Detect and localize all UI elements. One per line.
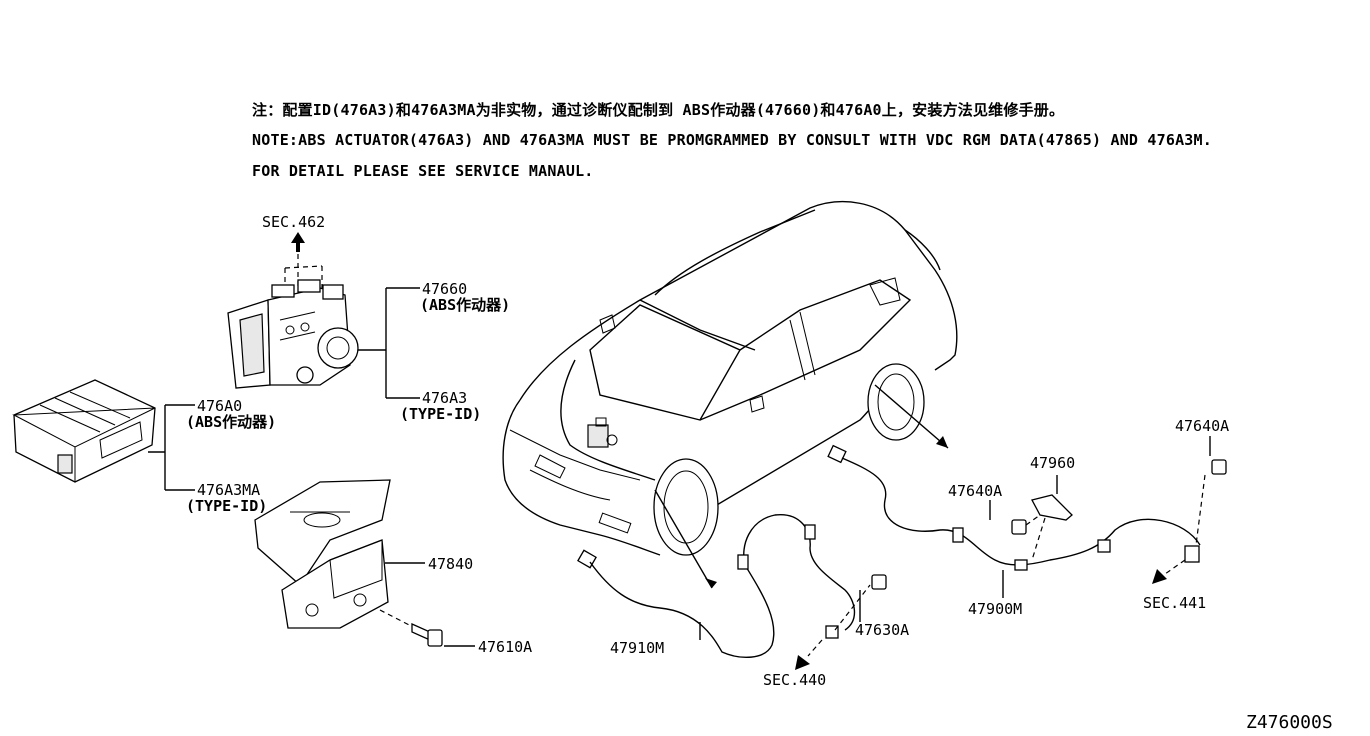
label-47900M: 47900M [968, 600, 1023, 618]
note-english-line2: FOR DETAIL PLEASE SEE SERVICE MANAUL. [252, 162, 594, 180]
label-47960: 47960 [1030, 454, 1076, 472]
label-476A0: 476A0 [197, 397, 243, 415]
rear-wheel-sensor-47900M [827, 444, 1201, 571]
label-47660-desc: (ABS作动器) [420, 296, 511, 314]
label-476A3: 476A3 [422, 389, 468, 407]
label-47640A-left: 47640A [948, 482, 1003, 500]
label-476A3MA-desc: (TYPE-ID) [186, 497, 268, 515]
label-47840: 47840 [428, 555, 474, 573]
bolt-47630A [871, 574, 887, 590]
label-sec-440: SEC.440 [763, 671, 827, 689]
bracket-47840 [254, 479, 416, 629]
note-english-line1: NOTE:ABS ACTUATOR(476A3) AND 476A3MA MUS… [252, 131, 1212, 149]
label-47610A: 47610A [478, 638, 533, 656]
label-47630A: 47630A [855, 621, 910, 639]
label-47640A-right: 47640A [1175, 417, 1230, 435]
label-47910M: 47910M [610, 639, 665, 657]
bolt-47640A-right [1195, 459, 1227, 546]
bracket-47960 [1031, 494, 1073, 561]
label-476A3-desc: (TYPE-ID) [400, 405, 482, 423]
label-sec-462: SEC.462 [262, 213, 326, 231]
bolt-47640A-left [1011, 514, 1041, 535]
sec-440-arrow [795, 639, 823, 670]
vehicle-body [502, 201, 958, 589]
sec-441-arrow [1152, 559, 1186, 584]
abs-control-unit-476A0 [12, 379, 156, 483]
front-wheel-sensor-47910M [577, 514, 871, 658]
label-476A3MA: 476A3MA [197, 481, 261, 499]
note-chinese: 注：配置ID(476A3)和476A3MA为非实物，通过诊断仪配制到 ABS作动… [252, 101, 1065, 119]
abs-actuator-47660 [227, 265, 359, 389]
label-47660: 47660 [422, 280, 468, 298]
label-sec-441: SEC.441 [1143, 594, 1207, 612]
label-476A0-desc: (ABS作动器) [186, 413, 277, 431]
diagram-id: Z476000S [1246, 712, 1333, 733]
bolt-47610A [411, 622, 443, 647]
